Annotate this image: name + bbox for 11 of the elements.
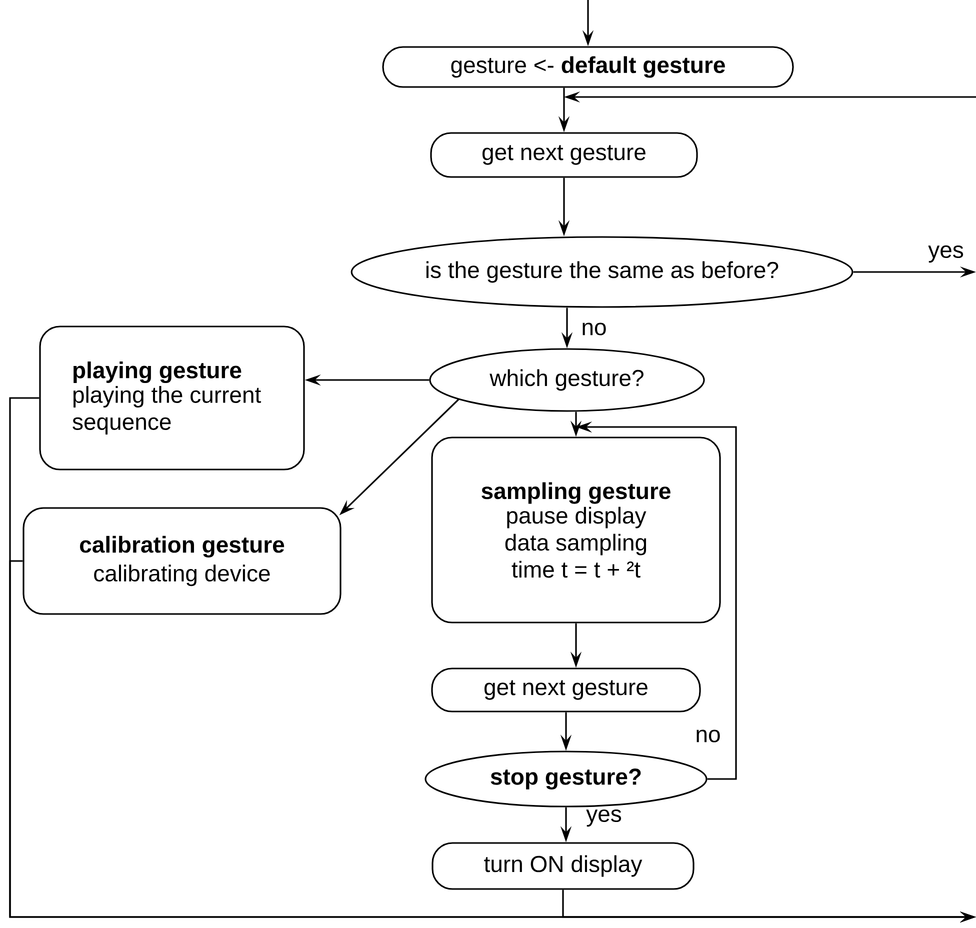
process-box: sampling gesture pause display data sampling time t = t + ²t: [431, 436, 721, 624]
edge-label: no: [694, 728, 722, 744]
edge-label: yes: [927, 244, 965, 264]
process-box: turn ON display: [432, 842, 694, 890]
process-box: get next gesture: [430, 132, 698, 178]
edge-label: no: [580, 322, 608, 336]
edge-label: yes: [585, 808, 623, 828]
process-box: get next gesture: [431, 668, 701, 712]
process-box: calibration gesture calibrating device: [22, 507, 342, 615]
process-box: gesture <- default gesture: [382, 46, 794, 88]
process-box: playing gesture playing the current sequence: [39, 326, 305, 470]
